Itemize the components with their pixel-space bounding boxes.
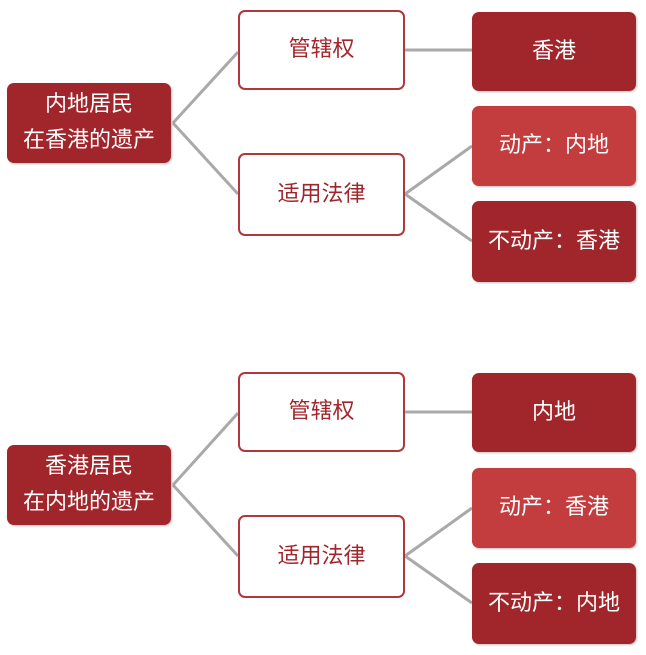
jurisdiction-label: 管辖权 — [288, 399, 355, 424]
connector-law-immovable-1 — [404, 192, 473, 243]
immovable-law-node: 不动产：内地 — [472, 563, 636, 644]
root-line2: 在香港的遗产 — [22, 128, 155, 153]
root-node: 内地居民 在香港的遗产 — [7, 83, 171, 163]
jurisdiction-result-node: 内地 — [472, 373, 636, 452]
applicable-law-label: 适用法律 — [277, 181, 366, 207]
movable-law-node: 动产：香港 — [472, 468, 636, 548]
root-line1: 内地居民 — [44, 92, 133, 117]
applicable-law-label: 适用法律 — [277, 543, 366, 569]
jurisdiction-label: 管辖权 — [288, 37, 355, 62]
jurisdiction-node: 管辖权 — [238, 372, 405, 452]
applicable-law-node: 适用法律 — [238, 515, 405, 598]
jurisdiction-result-node: 香港 — [472, 12, 636, 91]
applicable-law-node: 适用法律 — [238, 153, 405, 236]
connector-law-movable-1 — [404, 144, 473, 196]
movable-law: 动产：内地 — [498, 133, 609, 158]
connector-root-to-jurisdiction-1 — [171, 50, 240, 125]
root-node: 香港居民 在内地的遗产 — [7, 445, 171, 525]
movable-law: 动产：香港 — [498, 495, 609, 520]
connector-law-movable-2 — [404, 506, 473, 558]
root-line1: 香港居民 — [44, 454, 133, 479]
connector-root-to-law-1 — [171, 121, 240, 196]
root-line2: 在内地的遗产 — [22, 490, 155, 515]
connector-root-to-jurisdiction-2 — [171, 411, 240, 487]
connector-law-immovable-2 — [404, 554, 473, 605]
movable-law-node: 动产：内地 — [472, 106, 636, 186]
immovable-law: 不动产：香港 — [487, 228, 620, 254]
immovable-law: 不动产：内地 — [487, 590, 620, 616]
connector-root-to-law-2 — [171, 483, 240, 558]
jurisdiction-result: 内地 — [531, 399, 576, 425]
immovable-law-node: 不动产：香港 — [472, 201, 636, 282]
jurisdiction-result: 香港 — [531, 38, 576, 64]
jurisdiction-node: 管辖权 — [238, 10, 405, 90]
